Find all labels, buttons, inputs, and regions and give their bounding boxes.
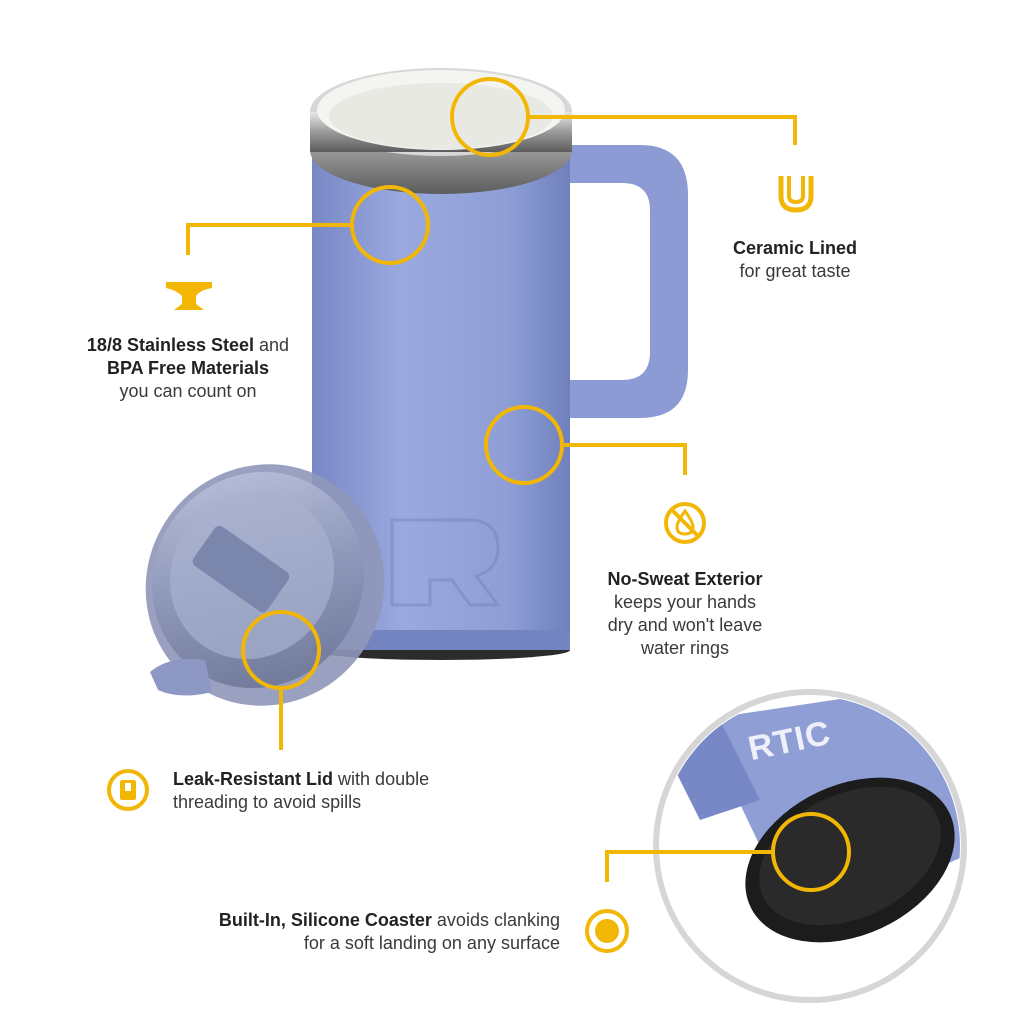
callout-ceramic-desc: for great taste xyxy=(739,261,851,281)
callout-no-sweat-line4: water rings xyxy=(640,638,730,658)
mug-handle xyxy=(560,145,688,418)
callout-steel-title-2: BPA Free Materials xyxy=(106,358,270,378)
callout-lid-desc-2: threading to avoid spills xyxy=(173,792,362,812)
callout-coaster-desc-2: for a soft landing on any surface xyxy=(303,933,560,953)
callout-steel: 18/8 Stainless Steel and BPA Free Materi… xyxy=(60,334,316,403)
callout-steel-desc: you can count on xyxy=(119,381,257,401)
callout-no-sweat-title: No-Sweat Exterior xyxy=(607,569,763,589)
lid-icon xyxy=(107,769,149,811)
ceramic-cup-icon xyxy=(778,176,814,213)
callout-lid-desc-1: with double xyxy=(333,769,430,789)
callout-coaster-title: Built-In, Silicone Coaster xyxy=(218,910,432,930)
no-drop-icon xyxy=(664,502,706,544)
mug-rim xyxy=(310,68,572,194)
callout-markers xyxy=(186,77,851,892)
coaster-detail-zoom xyxy=(653,689,967,1003)
mug-body xyxy=(312,110,570,660)
callout-ceramic: Ceramic Lined for great taste xyxy=(700,237,890,283)
callout-no-sweat-line2: keeps your hands xyxy=(613,592,757,612)
lid xyxy=(145,464,385,706)
callout-lid-title: Leak-Resistant Lid xyxy=(173,769,334,789)
callout-steel-title-1: 18/8 Stainless Steel xyxy=(86,335,255,355)
anvil-icon xyxy=(166,282,212,310)
callout-no-sweat-line3: dry and won't leave xyxy=(607,615,763,635)
mug-emboss-logo xyxy=(390,518,502,607)
callout-lid: Leak-Resistant Lid with double threading… xyxy=(173,768,473,814)
coaster-icon xyxy=(585,909,629,953)
callout-no-sweat: No-Sweat Exterior keeps your hands dry a… xyxy=(580,568,790,660)
callout-steel-connector: and xyxy=(254,335,290,355)
callout-coaster: Built-In, Silicone Coaster avoids clanki… xyxy=(160,909,560,955)
callout-ceramic-title: Ceramic Lined xyxy=(732,238,858,258)
callout-coaster-desc-1: avoids clanking xyxy=(431,910,560,930)
